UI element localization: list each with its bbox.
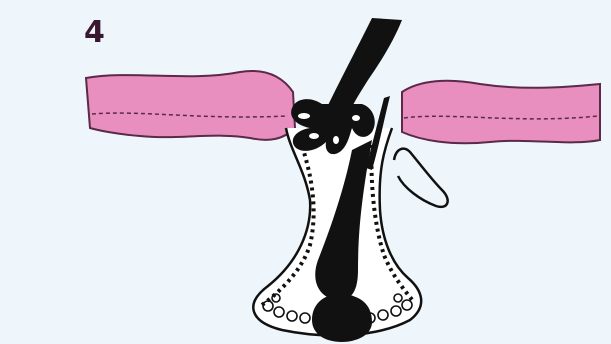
skin-band-left [86,71,295,140]
sebaceous-gland [394,149,448,207]
skin-band-right [402,81,600,144]
